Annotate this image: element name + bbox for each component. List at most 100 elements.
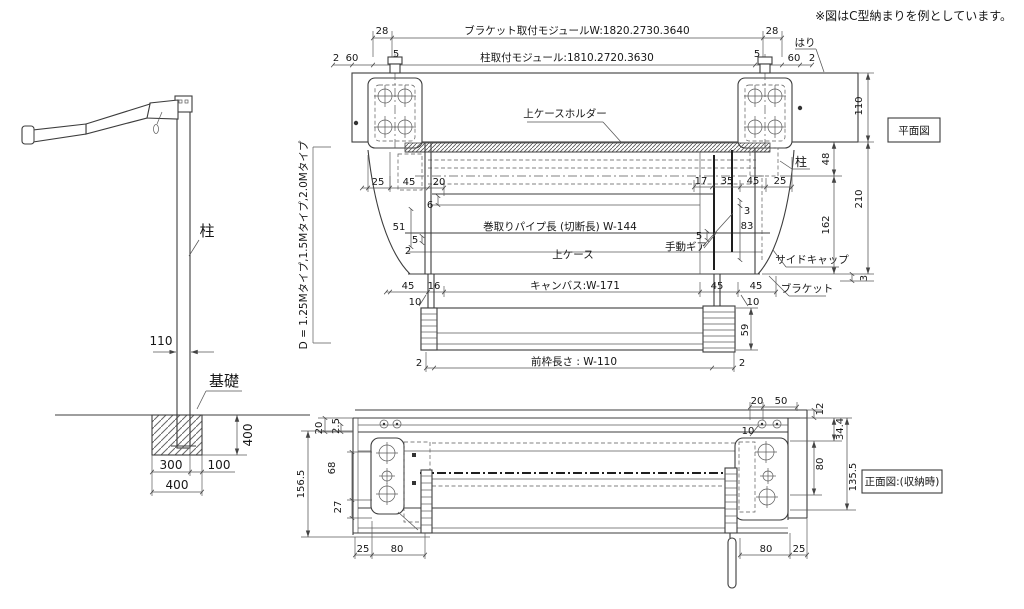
side-cap-label: サイドキャップ: [775, 254, 849, 266]
bolt-icon: [744, 85, 786, 138]
arm-forearm: [32, 123, 87, 143]
dim-label: 25: [357, 544, 370, 555]
post-cap-detail: [184, 99, 189, 104]
front-frame-length-label: 前枠長さ : W-110: [531, 355, 617, 368]
arm-shoulder-strip: [420, 469, 433, 534]
dim-label: 83: [741, 221, 754, 232]
front-title-box: [861, 469, 943, 494]
leader-line: [602, 121, 622, 143]
dim-label: 400: [166, 478, 189, 492]
dim-slash: [418, 294, 427, 307]
dim-label: 2: [333, 53, 339, 64]
post-module-label: 柱取付モジュール:1810.2720.3630: [480, 51, 654, 64]
side-view: 110 基礎 400 300 100 400 柱 D = 1.25Mタイプ,1.…: [21, 95, 331, 496]
dim-label: 10: [747, 297, 760, 308]
side-cap-left-curve: [367, 149, 411, 275]
post-label: 柱: [795, 154, 807, 169]
dim-label: 20: [751, 396, 764, 407]
dim-label: 400: [241, 424, 255, 447]
dim-label: 45: [711, 281, 724, 292]
case-holder-label: 上ケースホルダー: [523, 107, 606, 120]
dim-label: 59: [740, 324, 751, 337]
pin-dot: [797, 105, 803, 111]
dim-label: 6: [427, 200, 433, 211]
dim-label: 12: [815, 403, 826, 416]
dim-label: 10: [409, 297, 422, 308]
dim-label: 80: [760, 544, 773, 555]
pull-ring: [153, 124, 159, 134]
leader-line: [772, 249, 787, 268]
arm-end-cap: [21, 125, 35, 145]
bracket-plate-right: [734, 437, 789, 521]
dim-label: 20: [314, 422, 325, 435]
dim-label: 2: [739, 358, 745, 369]
leader-line: [768, 275, 790, 297]
dim-label: 5: [754, 49, 760, 60]
dim-label: 25: [793, 544, 806, 555]
front-bar-end-cap: [420, 307, 438, 351]
dim-label: 25: [774, 176, 787, 187]
dim-label: 156.5: [296, 470, 307, 499]
bolt-icon: [374, 85, 416, 138]
bolt-square: [412, 481, 416, 485]
dim-label: 10: [742, 426, 755, 437]
note-text: ※図はC型納まりを例としています。: [815, 9, 1012, 23]
pipe-length-label: 巻取りパイプ長 (切断長) W-144: [483, 220, 637, 233]
dim-label: 3: [744, 206, 750, 217]
dim-label: 3: [859, 275, 870, 281]
dim-label: 110: [854, 96, 865, 115]
dim-label: 45: [750, 281, 763, 292]
dim-slash: [749, 425, 759, 437]
dim-slash: [740, 294, 749, 307]
bracket-label: ブラケット: [781, 282, 834, 295]
leader-line: [196, 390, 207, 410]
post-section-hidden: [749, 147, 779, 177]
dim-label: 2: [405, 246, 411, 257]
bolt-icon: [376, 442, 398, 505]
dim-label: 48: [821, 153, 832, 166]
pull-cord: [156, 111, 163, 125]
dim-label: 50: [775, 396, 788, 407]
dim-label: 5: [412, 235, 418, 246]
upper-case-label: 上ケース: [552, 249, 593, 261]
dim-label: 162: [821, 215, 832, 234]
dim-label: 45: [747, 176, 760, 187]
dim-label: 68: [327, 462, 338, 475]
dim-label: 27: [333, 501, 344, 514]
hidden-part: [738, 441, 756, 513]
arm-shoulder: [145, 99, 179, 120]
dim-label: 80: [815, 458, 826, 471]
bolt-stack: [757, 56, 773, 65]
dim-label: 100: [208, 458, 231, 472]
dim-label: 28: [766, 26, 779, 37]
leader-line: [815, 48, 825, 73]
bolt-icon: [755, 441, 778, 508]
dim-label: 60: [346, 53, 359, 64]
bolt-stack: [389, 63, 401, 74]
dim-label: 300: [160, 458, 183, 472]
front-bar-shape: [420, 307, 736, 351]
post-cap-detail: [178, 99, 183, 104]
bolt-square: [412, 453, 416, 457]
dim-label: 60: [788, 53, 801, 64]
arm-shoulder-strip: [724, 467, 738, 534]
bracket-module-label: ブラケット取付モジュールW:1820.2730.3640: [464, 24, 689, 37]
plan-title: 平面図: [898, 125, 930, 137]
dim-label: 34.4: [835, 418, 846, 440]
dim-label: 35: [721, 176, 734, 187]
post-label: 柱: [199, 222, 214, 240]
front-view: 20 50 10 12 34.4 80 135.5 20 2.5 156.5 6…: [296, 396, 943, 589]
foundation-label: 基礎: [209, 372, 239, 390]
dim-label: 2: [416, 358, 422, 369]
leader-line: [779, 160, 793, 170]
dim-label: 28: [376, 26, 389, 37]
bolt-icon: [379, 419, 782, 429]
dim-label: 5: [393, 49, 399, 60]
canvas-length-label: キャンバス:W-171: [530, 280, 620, 292]
dim-label: 25: [372, 177, 385, 188]
post-shape: [176, 99, 191, 449]
dim-label: 110: [150, 334, 173, 348]
dim-label: 80: [391, 544, 404, 555]
